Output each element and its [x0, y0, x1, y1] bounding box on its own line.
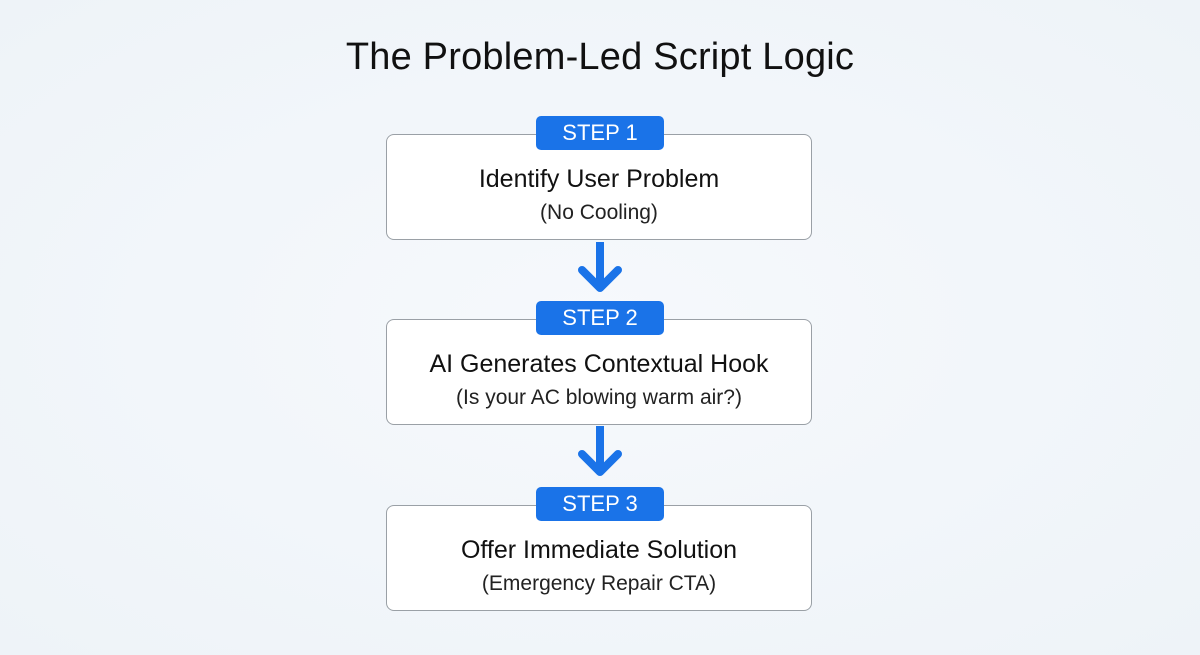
step-1-box: Identify User Problem (No Cooling) [386, 134, 812, 240]
step-3-badge: STEP 3 [536, 487, 664, 521]
step-2-box: AI Generates Contextual Hook (Is your AC… [386, 319, 812, 425]
arrow-down-icon [578, 426, 622, 476]
step-2-subtitle: (Is your AC blowing warm air?) [456, 386, 742, 409]
step-3-box: Offer Immediate Solution (Emergency Repa… [386, 505, 812, 611]
arrow-down-icon [578, 242, 622, 292]
step-1-badge: STEP 1 [536, 116, 664, 150]
step-2-title: AI Generates Contextual Hook [429, 350, 769, 378]
diagram-title: The Problem-Led Script Logic [345, 36, 855, 78]
step-1-subtitle: (No Cooling) [540, 201, 658, 224]
step-3-title: Offer Immediate Solution [460, 536, 738, 564]
step-2-badge: STEP 2 [536, 301, 664, 335]
step-1-title: Identify User Problem [478, 165, 720, 193]
step-3-subtitle: (Emergency Repair CTA) [481, 572, 717, 595]
